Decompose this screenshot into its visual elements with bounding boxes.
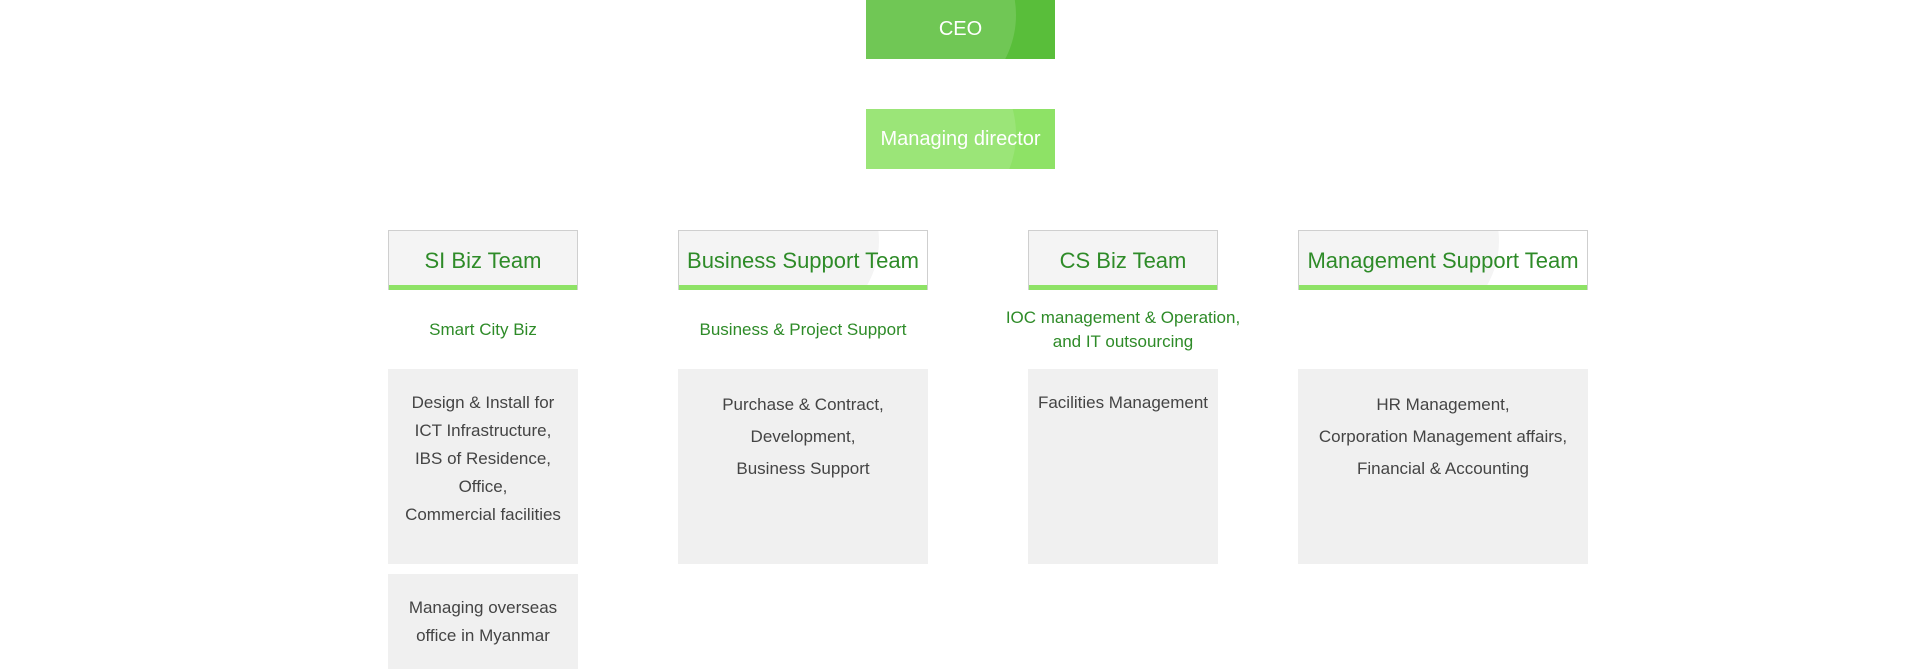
- team-duties-si-biz: Design & Install for ICT Infrastructure,…: [388, 369, 578, 564]
- team-header-management-support: Management Support Team: [1298, 230, 1588, 290]
- managing-director-box: Managing director: [866, 109, 1055, 169]
- team-name: Management Support Team: [1307, 247, 1579, 273]
- duty-line: Facilities Management: [1037, 393, 1209, 412]
- team-header-cs-biz: CS Biz Team: [1028, 230, 1218, 290]
- extra-line: Managing overseas: [408, 598, 558, 617]
- team-subtitle: IOC management & Operation, and IT outso…: [988, 306, 1258, 354]
- team-subtitle: Smart City Biz: [388, 318, 578, 342]
- duty-line: Commercial facilities: [405, 505, 561, 524]
- managing-director-label: Managing director: [880, 127, 1041, 150]
- team-header-si-biz: SI Biz Team: [388, 230, 578, 290]
- duty-line: HR Management,: [1376, 395, 1510, 414]
- duty-line: Corporation Management affairs,: [1318, 427, 1568, 446]
- team-subtitle-line: and IT outsourcing: [1052, 332, 1194, 351]
- team-subtitle-line: Smart City Biz: [429, 320, 537, 339]
- team-subtitle-line: Business & Project Support: [699, 320, 907, 339]
- ceo-box: CEO: [866, 0, 1055, 59]
- team-duties-cs-biz: Facilities Management: [1028, 369, 1218, 564]
- team-header-business-support: Business Support Team: [678, 230, 928, 290]
- team-duties-management-support: HR Management, Corporation Management af…: [1298, 369, 1588, 564]
- duty-line: Purchase & Contract,: [722, 395, 884, 414]
- ceo-label: CEO: [938, 18, 983, 40]
- team-name: Business Support Team: [687, 247, 919, 273]
- team-name: CS Biz Team: [1059, 247, 1187, 273]
- duty-line: Business Support: [736, 459, 870, 478]
- duty-line: Development,: [750, 427, 856, 446]
- team-subtitle-line: IOC management & Operation,: [1005, 308, 1241, 327]
- team-name: SI Biz Team: [424, 247, 542, 273]
- team-duties-business-support: Purchase & Contract, Development, Busine…: [678, 369, 928, 564]
- duty-line: Financial & Accounting: [1357, 459, 1529, 478]
- duty-line: IBS of Residence,: [414, 449, 552, 468]
- duty-line: Office,: [458, 477, 508, 496]
- team-extra-si-biz: Managing overseas office in Myanmar: [388, 574, 578, 669]
- duty-line: Design & Install for: [411, 393, 555, 412]
- team-subtitle: Business & Project Support: [678, 318, 928, 342]
- duty-line: ICT Infrastructure,: [414, 421, 552, 440]
- extra-line: office in Myanmar: [416, 626, 550, 645]
